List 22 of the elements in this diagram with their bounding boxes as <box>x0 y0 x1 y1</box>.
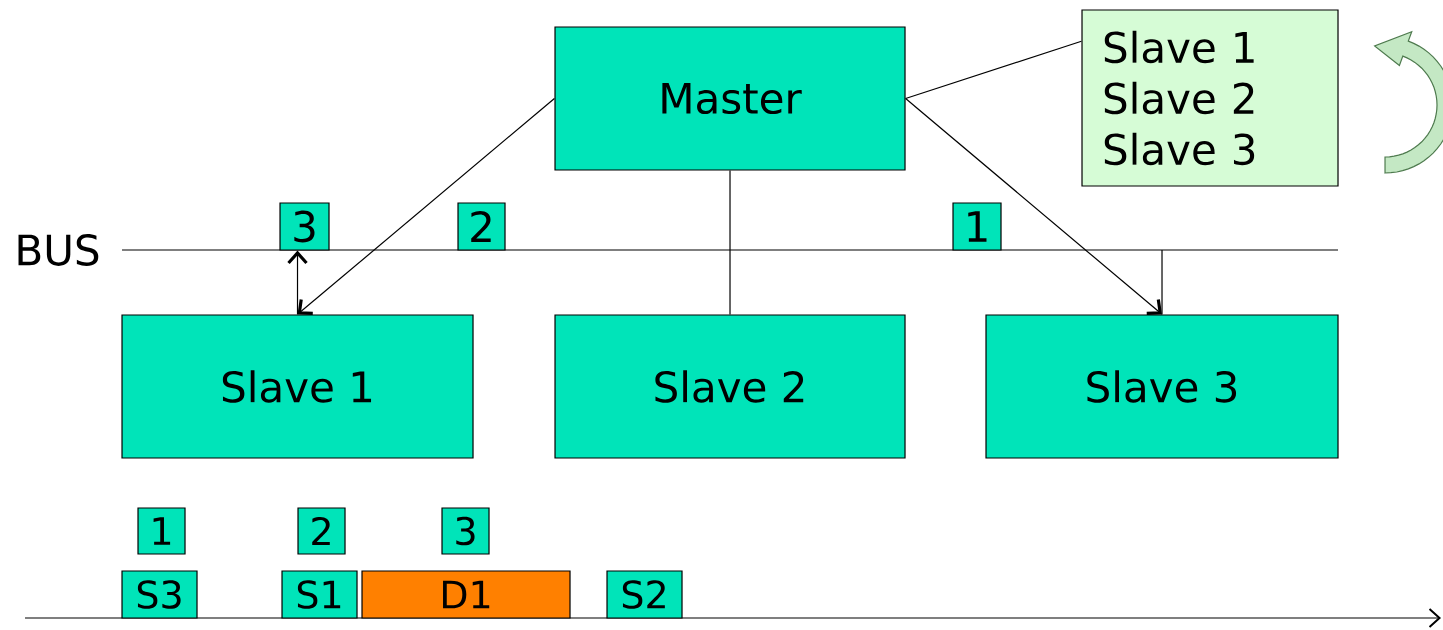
number-box: 3 <box>441 507 490 555</box>
slot-box: D1 <box>361 570 571 619</box>
number-box: 2 <box>297 507 346 555</box>
slot-box: S2 <box>606 570 683 619</box>
bus-label: BUS <box>18 234 99 266</box>
list-box: Slave 1 Slave 2 Slave 3 <box>1081 9 1339 187</box>
arrow <box>905 97 1162 315</box>
slave-box: Slave 2 <box>554 314 906 459</box>
slave-box: Slave 3 <box>985 314 1339 459</box>
connector-line <box>905 40 1082 100</box>
arrow <box>287 250 308 315</box>
number-box: 3 <box>279 202 330 251</box>
slot-box: S3 <box>121 570 198 619</box>
number-box: 2 <box>457 202 506 251</box>
slave-box: Slave 1 <box>121 314 474 459</box>
number-box: 1 <box>952 202 1002 251</box>
arrow <box>297 97 555 315</box>
slot-box: S1 <box>281 570 358 619</box>
number-box: 1 <box>137 507 186 555</box>
connector-line <box>1161 249 1163 315</box>
master-box: Master <box>554 26 906 171</box>
connector-line <box>729 170 731 315</box>
